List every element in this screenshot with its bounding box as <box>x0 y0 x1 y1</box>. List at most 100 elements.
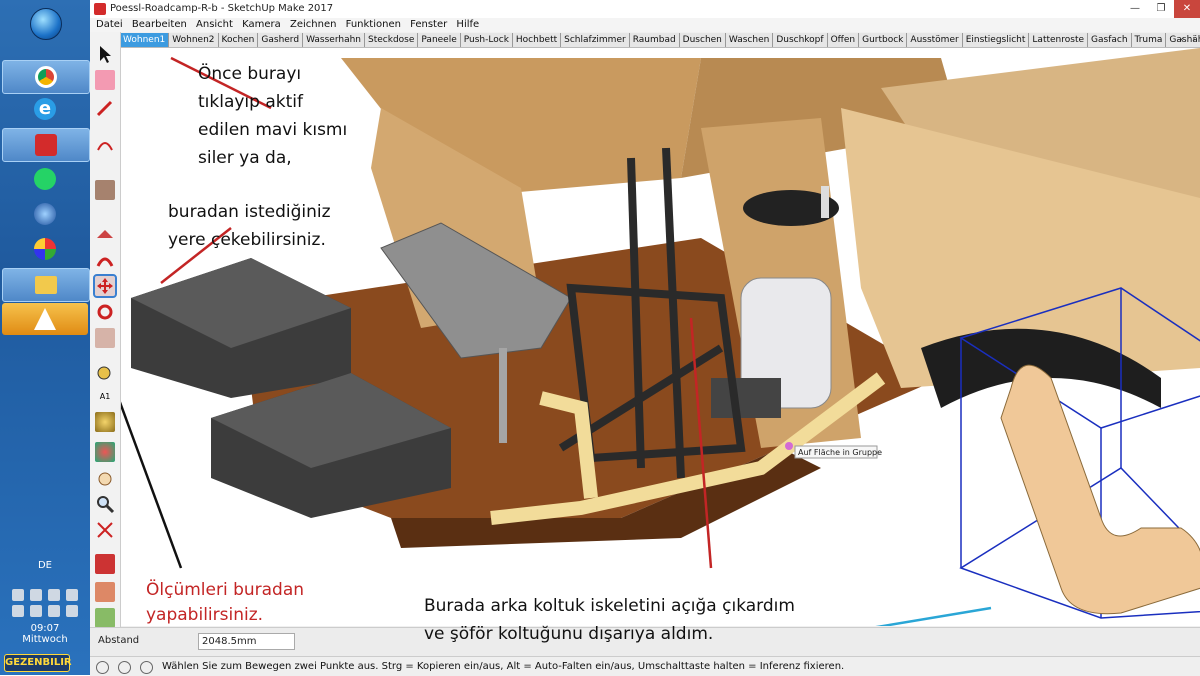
start-orb-icon[interactable] <box>30 8 62 40</box>
scene-tab[interactable]: Gasfach <box>1088 33 1132 47</box>
sink-basin <box>743 190 839 226</box>
taskbar-sketchup-button[interactable] <box>2 128 90 162</box>
status-bar: Wählen Sie zum Bewegen zwei Punkte aus. … <box>90 656 1200 676</box>
menu-bar: Datei Bearbeiten Ansicht Kamera Zeichnen… <box>90 18 1200 32</box>
layout-icon[interactable] <box>95 608 115 628</box>
language-indicator[interactable]: DE <box>37 560 53 571</box>
taskbar-whatsapp-button[interactable] <box>2 163 88 195</box>
clock-time[interactable]: 09:07 <box>30 623 60 634</box>
taskbar-explorer-button[interactable] <box>2 268 90 302</box>
menu-hilfe[interactable]: Hilfe <box>456 19 480 30</box>
tray-network-icon[interactable] <box>66 589 78 601</box>
taskbar-ie-button[interactable]: e <box>2 93 88 125</box>
van-interior-model: Auf Fläche in Gruppe <box>121 48 1200 626</box>
scene-tab[interactable]: Offen <box>828 33 860 47</box>
scene-tab[interactable]: Wohnen2 <box>169 33 219 47</box>
scene-tab[interactable]: Duschkopf <box>773 33 828 47</box>
menu-kamera[interactable]: Kamera <box>242 19 281 30</box>
wheel-arch <box>921 328 1161 408</box>
windows-taskbar: e DE 09:07 Mittwoch GEZENBILIR <box>0 0 91 675</box>
scene-tab[interactable]: Gasherd <box>258 33 304 47</box>
taskbar-chrome-button[interactable] <box>2 60 90 94</box>
scene-tab[interactable]: Ausstömer <box>907 33 963 47</box>
arc-icon[interactable] <box>95 136 115 156</box>
tab-scroll-right-icon[interactable]: › <box>1192 35 1196 45</box>
tray-monitor-icon[interactable] <box>66 605 78 617</box>
tray-flag-icon[interactable] <box>48 605 60 617</box>
scene-tab[interactable]: Gurtbock <box>859 33 908 47</box>
scene-tab[interactable]: Lattenroste <box>1029 33 1089 47</box>
scene-tab[interactable]: Raumbad <box>630 33 680 47</box>
tray-vlc-icon[interactable] <box>12 589 24 601</box>
watermark-logo: GEZENBILIR <box>4 654 72 672</box>
system-tray: DE 09:07 Mittwoch <box>0 560 90 645</box>
tray-speaker-icon[interactable] <box>30 605 42 617</box>
taskbar-google-earth-button[interactable] <box>2 198 88 230</box>
scene-tab[interactable]: Hochbett <box>513 33 562 47</box>
warehouse-icon[interactable] <box>95 554 115 574</box>
pencil-line-icon[interactable] <box>95 98 115 118</box>
push-pull-icon[interactable] <box>95 224 115 244</box>
maximize-icon[interactable]: ❐ <box>1156 3 1166 14</box>
paint-palette-icon <box>34 238 56 260</box>
menu-zeichnen[interactable]: Zeichnen <box>289 19 337 30</box>
tool-palette: A1 <box>90 32 121 628</box>
menu-datei[interactable]: Datei <box>96 19 123 30</box>
pan-hand-icon[interactable] <box>95 468 115 488</box>
select-arrow-icon[interactable] <box>95 44 115 64</box>
sketchup-window: Poessl-Roadcamp-R-b - SketchUp Make 2017… <box>90 0 1200 676</box>
scene-tab[interactable]: Paneele <box>418 33 461 47</box>
tray-volume-icon[interactable] <box>48 589 60 601</box>
scene-tab[interactable]: Wasserhahn <box>303 33 366 47</box>
measurements-label: Abstand <box>98 635 140 646</box>
orbit-icon[interactable] <box>95 442 115 462</box>
zoom-magnifier-icon[interactable] <box>95 494 115 514</box>
internet-explorer-icon: e <box>34 98 56 120</box>
menu-funktionen[interactable]: Funktionen <box>345 19 401 30</box>
scene-tab[interactable]: Waschen <box>726 33 774 47</box>
rotate-icon[interactable] <box>95 302 115 322</box>
scene-tab[interactable]: Truma <box>1132 33 1167 47</box>
credits-icon[interactable] <box>118 661 131 674</box>
menu-bearbeiten[interactable]: Bearbeiten <box>131 19 187 30</box>
sketchup-icon <box>35 134 57 156</box>
sketchup-app-icon[interactable] <box>94 3 106 15</box>
tray-gear-icon[interactable] <box>12 605 24 617</box>
tape-measure-icon[interactable] <box>95 362 115 382</box>
scene-tab[interactable]: Duschen <box>680 33 726 47</box>
status-text: Wählen Sie zum Bewegen zwei Punkte aus. … <box>162 661 845 672</box>
scene-tab[interactable]: Steckdose <box>365 33 419 47</box>
model-viewport[interactable]: Auf Fläche in Gruppe <box>121 48 1200 626</box>
scene-tab[interactable]: Einstiegslicht <box>963 33 1030 47</box>
user-icon[interactable] <box>140 661 153 674</box>
google-earth-icon <box>34 203 56 225</box>
menu-fenster[interactable]: Fenster <box>410 19 448 30</box>
rectangle-shape-icon[interactable] <box>95 180 115 200</box>
minimize-icon[interactable]: — <box>1130 3 1140 14</box>
scene-tab[interactable]: Schlafzimmer <box>561 33 630 47</box>
eraser-icon[interactable] <box>95 70 115 90</box>
taskbar-vlc-button[interactable] <box>2 303 88 335</box>
measurements-bar: Abstand 2048.5mm <box>90 627 1200 656</box>
geo-location-icon[interactable] <box>96 661 109 674</box>
scene-tab[interactable]: Push-Lock <box>461 33 513 47</box>
annotation-drag: buradan istediğiniz yere çekebilirsiniz. <box>168 202 331 250</box>
paint-bucket-icon[interactable] <box>95 412 115 432</box>
text-label-icon[interactable]: A1 <box>99 392 111 401</box>
scale-icon[interactable] <box>95 328 115 348</box>
tray-warning-icon[interactable] <box>30 589 42 601</box>
window-title: Poessl-Roadcamp-R-b - SketchUp Make 2017 <box>110 3 334 14</box>
move-tool-icon[interactable] <box>93 274 117 298</box>
tab-scroll-left-icon[interactable]: ‹ <box>1180 35 1184 45</box>
close-icon[interactable]: ✕ <box>1174 0 1200 18</box>
scene-tab[interactable]: Gashähne <box>1166 33 1200 47</box>
taskbar-paint-button[interactable] <box>2 233 88 265</box>
scene-tab[interactable]: Kochen <box>219 33 259 47</box>
measurements-input[interactable]: 2048.5mm <box>198 633 295 650</box>
menu-ansicht[interactable]: Ansicht <box>196 19 233 30</box>
zoom-extents-icon[interactable] <box>95 520 115 540</box>
extension-warehouse-icon[interactable] <box>95 582 115 602</box>
follow-me-icon[interactable] <box>95 250 115 270</box>
scene-tab[interactable]: Wohnen1 <box>120 33 170 47</box>
